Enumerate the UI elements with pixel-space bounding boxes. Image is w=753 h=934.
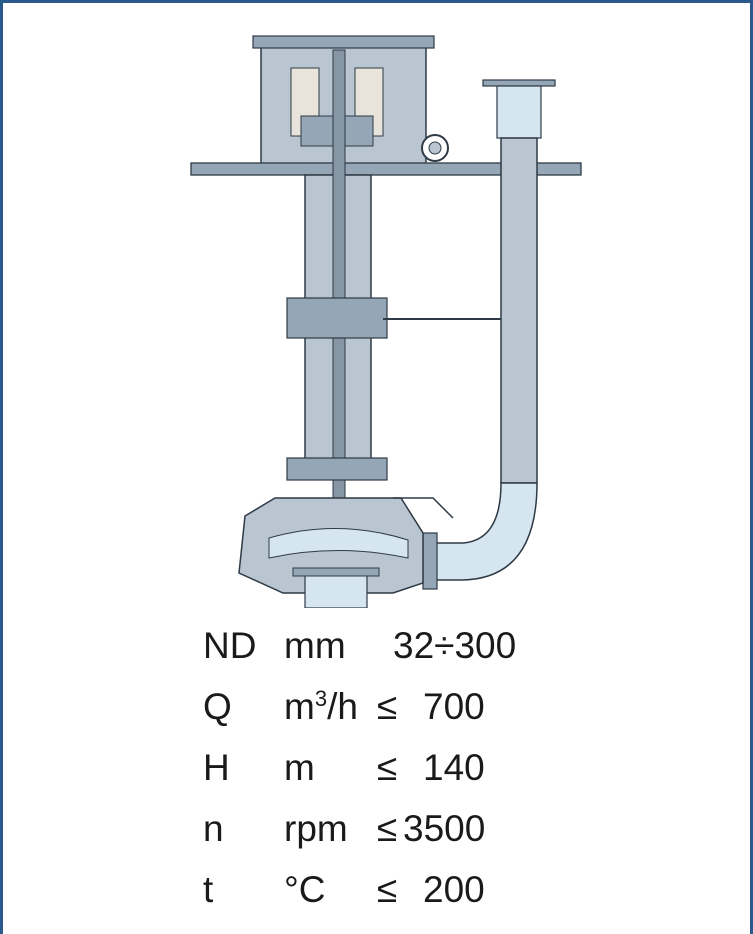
spec-unit: rpm	[284, 808, 348, 849]
spec-symbol: H	[203, 747, 230, 788]
spec-unit: m	[284, 747, 315, 788]
spec-operator: ≤	[377, 808, 398, 849]
spec-symbol: Q	[203, 686, 232, 727]
base-plate	[190, 134, 582, 176]
spec-unit-base: m	[284, 686, 315, 727]
spec-operator: ≤	[377, 747, 398, 788]
spec-unit: mm	[284, 625, 346, 666]
pump-cross-section-drawing	[190, 35, 582, 608]
spec-unit-tail: /h	[327, 686, 358, 727]
spec-unit: m3/h	[284, 686, 358, 728]
discharge-pipe	[422, 79, 556, 590]
spec-value: 700	[423, 686, 485, 727]
spec-symbol: ND	[203, 625, 257, 666]
spec-value: 32÷300	[393, 625, 517, 666]
spec-operator: ≤	[377, 686, 398, 727]
pump-casing	[238, 497, 454, 608]
spec-operator: ≤	[377, 869, 398, 910]
spec-unit-superscript: 3	[314, 686, 328, 711]
pump-column	[286, 49, 501, 566]
spec-value: 3500	[403, 808, 486, 849]
spec-unit: °C	[284, 869, 326, 910]
spec-symbol: t	[203, 869, 214, 910]
spec-value: 140	[423, 747, 485, 788]
spec-value: 200	[423, 869, 485, 910]
spec-symbol: n	[203, 808, 224, 849]
